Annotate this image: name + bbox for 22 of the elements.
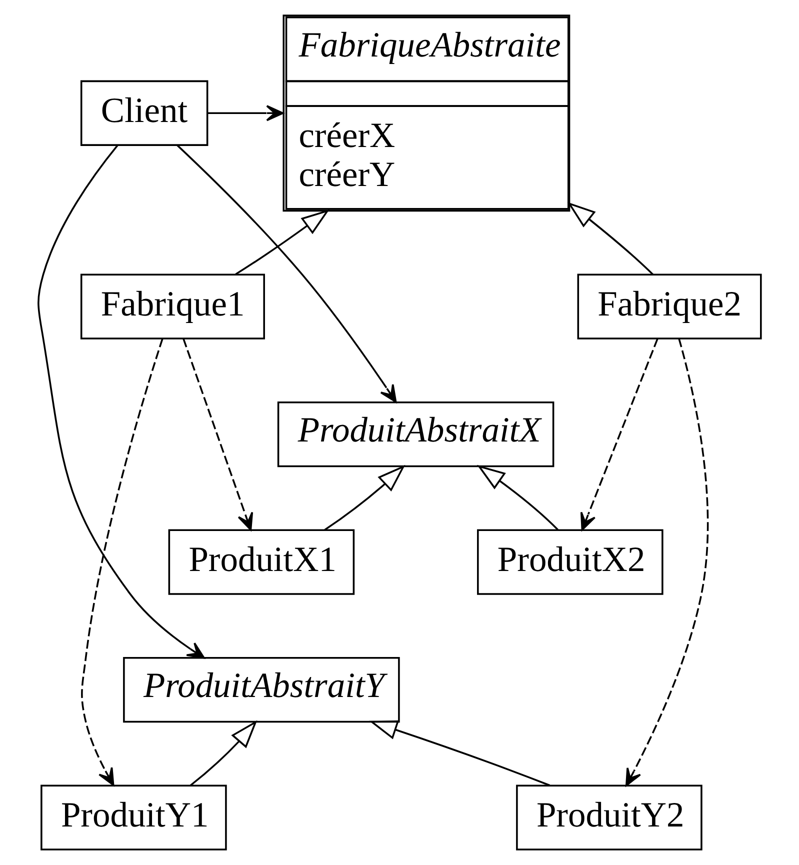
arrow	[626, 338, 709, 786]
arrow	[81, 338, 164, 786]
node-box: ProduitY2	[516, 784, 702, 850]
node-box: Fabrique2	[577, 274, 762, 340]
node-box: Fabrique1	[80, 274, 265, 340]
arrow	[476, 464, 558, 530]
arrow	[580, 338, 658, 531]
arrow	[38, 144, 205, 659]
arrow	[182, 338, 254, 531]
arrow	[208, 105, 284, 122]
arrow	[567, 202, 654, 276]
arrow	[190, 720, 258, 786]
node-box: ProduitX2	[477, 529, 664, 595]
node-box: ProduitX1	[168, 529, 355, 595]
arrow	[176, 144, 397, 403]
node-box: Client	[80, 80, 208, 146]
node-box: ProduitAbstraitX	[277, 401, 554, 468]
arrow	[324, 464, 406, 531]
arrow	[369, 720, 550, 786]
node-box: ProduitY1	[40, 784, 227, 850]
node-box: ProduitAbstraitY	[123, 656, 400, 723]
arrow	[235, 209, 330, 275]
